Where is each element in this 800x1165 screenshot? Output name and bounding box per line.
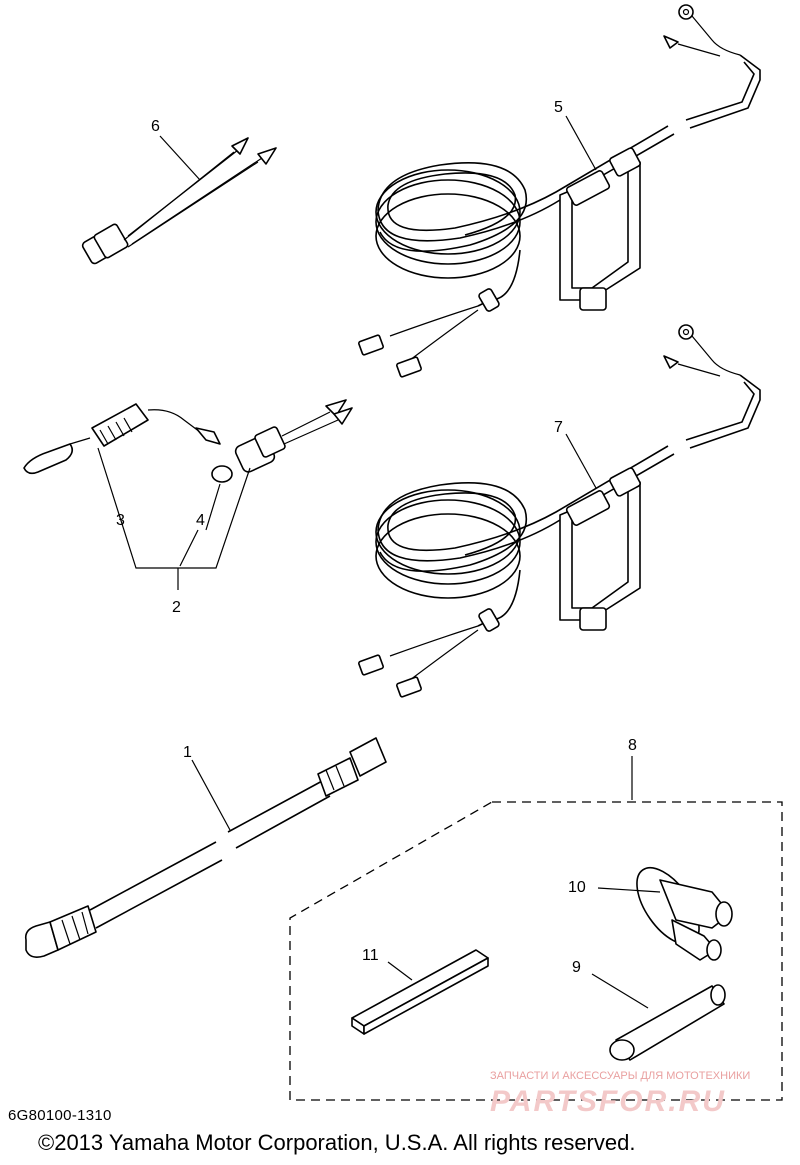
callout-5: 5	[554, 99, 563, 116]
callout-1: 1	[183, 744, 192, 761]
part-6-line	[81, 137, 277, 265]
copyright-notice: ©2013 Yamaha Motor Corporation, U.S.A. A…	[38, 1130, 636, 1155]
part-4-cap	[211, 465, 233, 483]
kit-boundary	[289, 801, 783, 1101]
leader-lines	[97, 115, 661, 1009]
part-5-coil-harness	[358, 4, 761, 378]
part-11-block	[351, 949, 489, 1035]
callout-3: 3	[116, 512, 125, 529]
callout-11: 11	[362, 947, 379, 964]
part-7-coil-harness	[358, 324, 761, 698]
callout-4: 4	[196, 512, 205, 529]
callout-9: 9	[572, 959, 581, 976]
callout-7: 7	[554, 419, 563, 436]
callout-8: 8	[628, 737, 637, 754]
diagram-code: 6G80100-1310	[8, 1107, 112, 1124]
watermark-logo: PARTSFOR.RU	[490, 1085, 726, 1118]
watermark-tagline: ЗАПЧАСТИ И АКСЕССУАРЫ ДЛЯ МОТОТЕХНИКИ	[490, 1070, 751, 1082]
part-10-valve	[636, 867, 733, 961]
part-1-harness	[24, 737, 387, 958]
part-3-lanyard	[23, 403, 221, 475]
callout-2: 2	[172, 599, 181, 616]
part-9-hose	[609, 984, 726, 1061]
callout-6: 6	[151, 118, 160, 135]
part-2-switch	[234, 399, 353, 473]
callout-10: 10	[568, 879, 586, 896]
